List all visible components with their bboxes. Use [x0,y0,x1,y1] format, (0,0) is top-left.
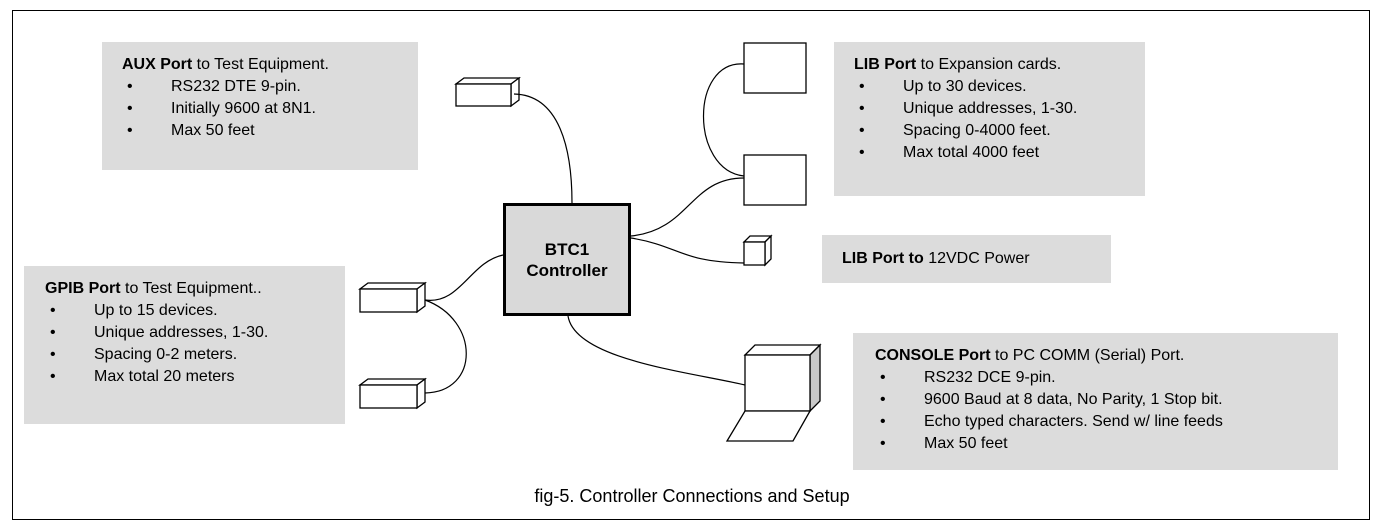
lib-expansion-item: Unique addresses, 1-30. [854,98,1145,120]
console-cable [567,315,746,386]
expansion-card-1 [743,42,807,94]
lib-expansion-item: Max total 4000 feet [854,142,1145,164]
console-item: Echo typed characters. Send w/ line feed… [875,411,1338,433]
gpib-item: Up to 15 devices. [45,300,345,322]
aux-port-heading: AUX Port to Test Equipment. [122,56,329,73]
controller-label-line1: BTC1 [544,239,590,259]
aux-port-box: AUX Port to Test Equipment. RS232 DTE 9-… [102,42,418,170]
lib-cable [630,177,745,237]
gpib-cable [424,254,504,301]
expansion-card-2 [743,154,807,206]
gpib-device-2 [358,377,427,410]
btc1-controller: BTC1 Controller [503,203,631,316]
lib-expansion-item: Up to 30 devices. [854,76,1145,98]
console-item: 9600 Baud at 8 data, No Parity, 1 Stop b… [875,389,1338,411]
figure-caption: fig-5. Controller Connections and Setup [534,486,850,506]
lib-expansion-box: LIB Port to Expansion cards. Up to 30 de… [834,42,1145,196]
lib-power-label: LIB Port to 12VDC Power [822,235,1111,283]
aux-device [454,76,521,108]
gpib-item: Spacing 0-2 meters. [45,344,345,366]
gpib-device-1 [358,281,427,314]
gpib-item: Max total 20 meters [45,366,345,388]
gpib-port-box: GPIB Port to Test Equipment.. Up to 15 d… [24,266,345,424]
controller-label-line2: Controller [526,260,608,280]
aux-cable [513,93,573,204]
power-cable [630,237,745,264]
power-cube [742,234,773,267]
console-port-heading: CONSOLE Port to PC COMM (Serial) Port. [875,347,1185,364]
lib-expansion-heading: LIB Port to Expansion cards. [854,56,1062,73]
aux-item: Max 50 feet [122,120,418,142]
gpib-loop-cable [424,299,467,394]
console-item: RS232 DCE 9-pin. [875,367,1338,389]
lib-card-loop-cable [703,63,745,177]
console-item: Max 50 feet [875,433,1338,455]
aux-item: RS232 DTE 9-pin. [122,76,418,98]
lib-expansion-item: Spacing 0-4000 feet. [854,120,1145,142]
pc-terminal [725,343,822,442]
aux-item: Initially 9600 at 8N1. [122,98,418,120]
gpib-item: Unique addresses, 1-30. [45,322,345,344]
console-port-box: CONSOLE Port to PC COMM (Serial) Port. R… [853,333,1338,470]
gpib-port-heading: GPIB Port to Test Equipment.. [45,280,262,297]
